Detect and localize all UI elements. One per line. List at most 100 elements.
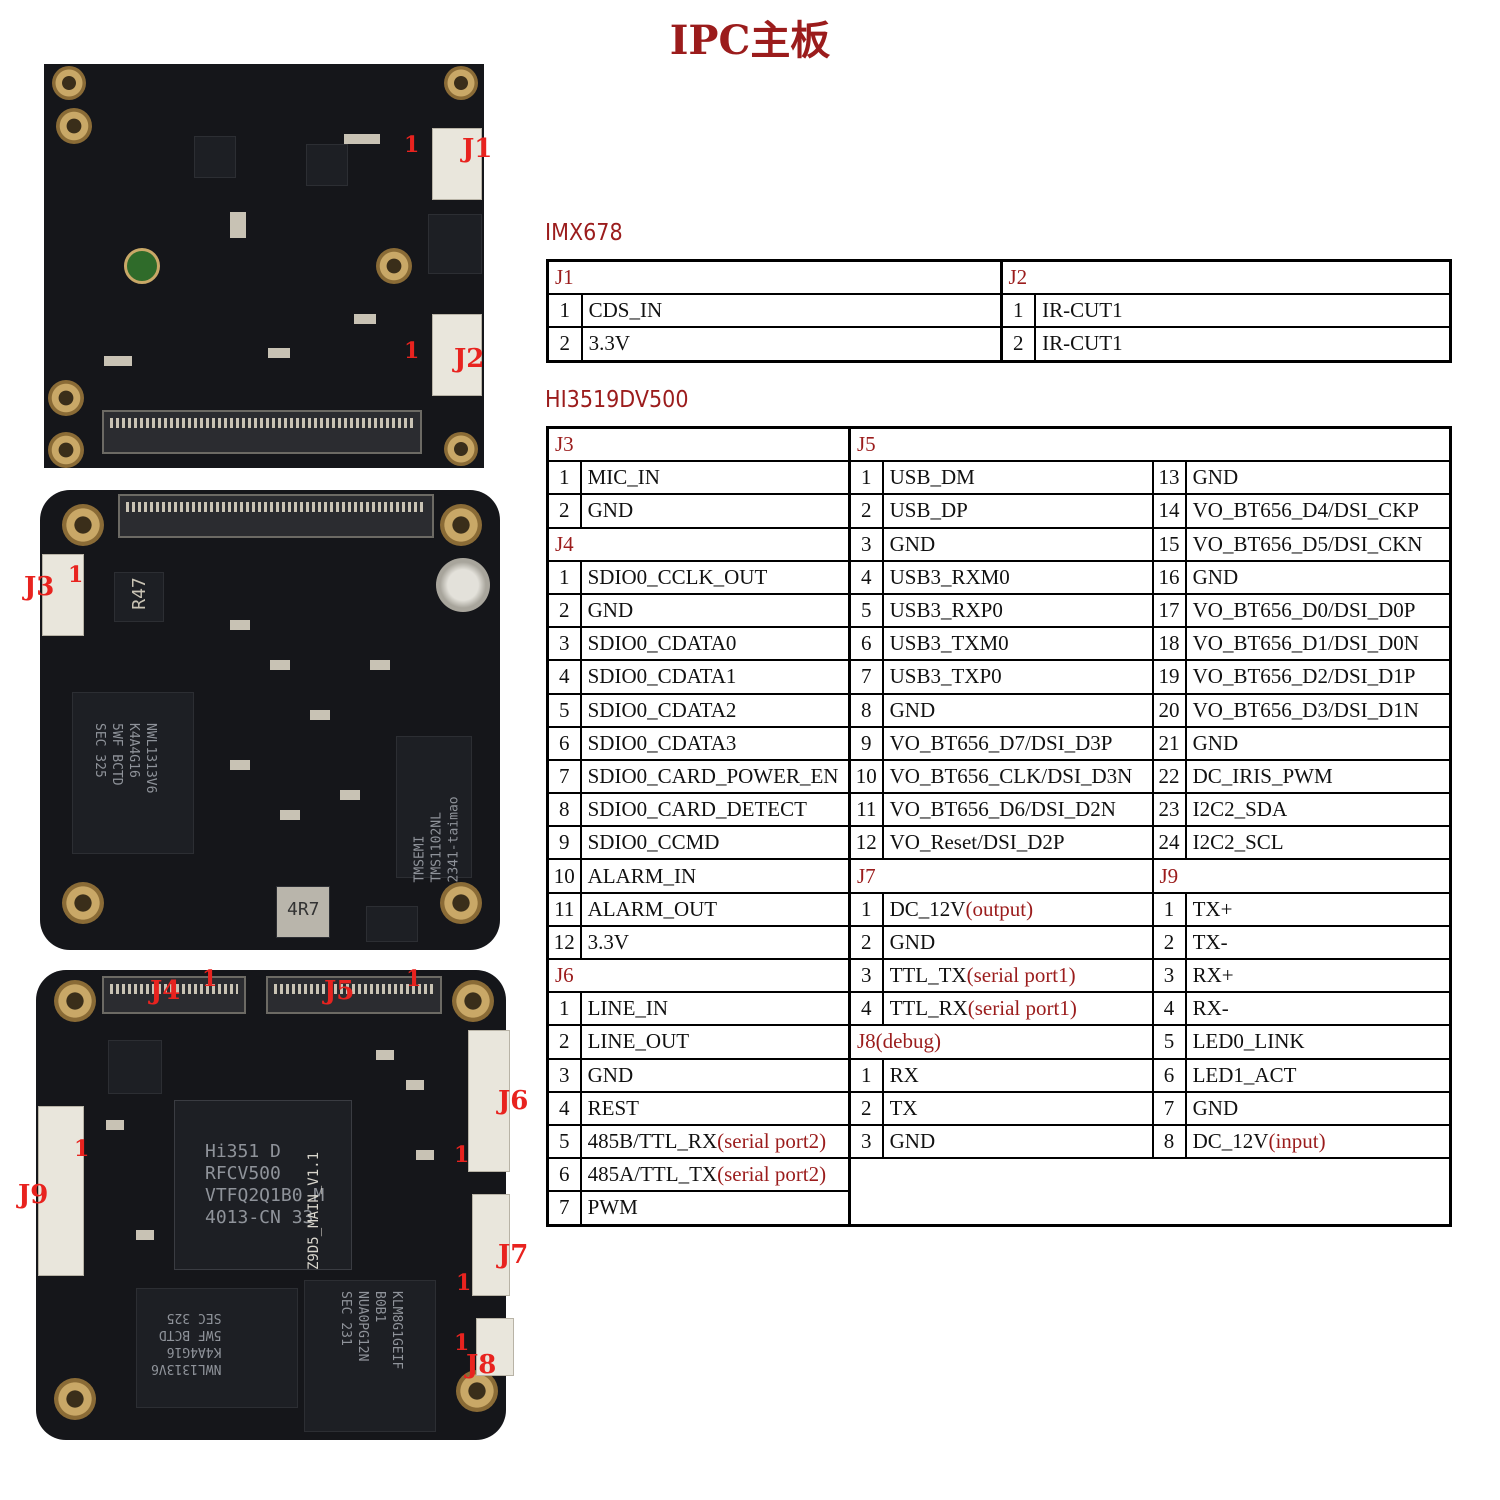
pin-signal: VO_BT656_D2/DSI_D1P [1192, 664, 1416, 689]
pin-signal: VO_Reset/DSI_D2P [889, 830, 1065, 855]
mount-hole [62, 882, 104, 924]
pin-number: 12 [847, 825, 884, 861]
pin-number: 3 [847, 1123, 884, 1160]
pin-number: 6 [1151, 1057, 1187, 1093]
pin-number: 2 [546, 493, 582, 529]
pin-name: VO_BT656_D6/DSI_D2N [881, 792, 1154, 828]
pin-name: ALARM_IN [579, 858, 851, 894]
pin1-marker: 1 [404, 338, 420, 364]
component [230, 620, 250, 630]
pin-signal: LED0_LINK [1192, 1029, 1305, 1054]
pin-name: SDIO0_CDATA1 [579, 659, 851, 695]
pin-signal: VO_BT656_D3/DSI_D1N [1192, 697, 1419, 722]
pin-number: 6 [847, 626, 884, 662]
pin1-marker: 1 [456, 1270, 472, 1296]
pin-name: SDIO0_CDATA0 [579, 626, 851, 662]
section-label-hi3519dv500: HI3519DV500 [545, 387, 689, 413]
pin-name: GND [1184, 725, 1452, 761]
pin-signal: MIC_IN [587, 465, 660, 490]
pin-signal: 485B/TTL_RX [587, 1129, 718, 1154]
pin-name: SDIO0_CDATA2 [579, 692, 851, 728]
pin-signal: RX [889, 1062, 919, 1087]
imx678-pin-table: J1 J2 1 CDS_IN 1 IR-CUT1 2 3.3V 2 IR-CUT… [546, 259, 1452, 363]
pin-name: DC_12V(output) [881, 891, 1154, 927]
pin-signal: USB3_TXM0 [889, 631, 1009, 656]
pin-signal: GND [1192, 564, 1239, 589]
pin-signal: GND [1192, 730, 1239, 755]
pin-name: GND [881, 526, 1154, 562]
pin-name: GND [881, 1123, 1154, 1160]
pin-number: 6 [546, 725, 582, 761]
component [416, 1150, 434, 1160]
pin1-marker: 1 [454, 1142, 470, 1168]
pin-name: USB3_RXM0 [881, 559, 1154, 595]
pin-name: I2C2_SCL [1184, 825, 1452, 861]
fpc-connector [102, 410, 422, 454]
pin-name: VO_BT656_D3/DSI_D1N [1184, 692, 1452, 728]
pin-name: SDIO0_CCMD [579, 825, 851, 861]
pin-name: USB3_TXM0 [881, 626, 1154, 662]
pin-number: 1 [999, 293, 1037, 329]
fpc-connector [118, 494, 434, 538]
pin1-marker: 1 [202, 966, 218, 992]
pin-number: 23 [1151, 792, 1187, 828]
pin-number: 21 [1151, 725, 1187, 761]
component [136, 1230, 154, 1240]
component [230, 760, 250, 770]
component [268, 348, 290, 358]
pin-name: USB3_RXP0 [881, 592, 1154, 629]
pin-number: 19 [1151, 659, 1187, 695]
pin-number: 10 [546, 858, 582, 894]
pin-name: VO_BT656_D2/DSI_D1P [1184, 659, 1452, 695]
board-label-j1: J1 [462, 134, 493, 164]
pin-name: LINE_IN [579, 991, 851, 1027]
pin-number: 4 [546, 659, 582, 695]
pin-signal: USB_DM [889, 465, 975, 490]
pin-name: TX [881, 1090, 1154, 1126]
connector-j4 [102, 976, 246, 1014]
connector-j1 [432, 128, 482, 200]
header-j7: J7 [848, 858, 1154, 894]
ic [194, 136, 236, 178]
pin-number: 7 [546, 758, 582, 795]
component [370, 660, 390, 670]
pin-number: 18 [1151, 626, 1187, 662]
chip-marking: R47 [128, 577, 150, 610]
pin-name: GND [579, 493, 851, 529]
pin-name: 3.3V [580, 326, 1003, 363]
section-label-imx678: IMX678 [545, 220, 623, 246]
mount-hole [456, 1370, 498, 1412]
pin-number: 9 [546, 825, 582, 861]
pin-number: 11 [546, 891, 582, 927]
pin-number: 3 [546, 626, 582, 662]
pin-number: 8 [1151, 1123, 1187, 1160]
pin-note: (serial port2) [717, 1162, 827, 1187]
pin-signal: DC_12V [1192, 1129, 1269, 1154]
connector-j2 [432, 314, 482, 396]
pin-number: 3 [847, 957, 884, 994]
pin-name: USB_DP [881, 493, 1154, 529]
component [106, 1120, 124, 1130]
header-j4: J4 [546, 526, 851, 562]
pin-name: 3.3V [579, 924, 851, 961]
mount-hole [452, 980, 494, 1022]
mount-hole [56, 108, 92, 144]
component [280, 810, 300, 820]
connector-j9 [38, 1106, 84, 1276]
board-label-j7: J7 [498, 1240, 529, 1270]
pin-signal: TX- [1192, 929, 1228, 954]
pin-name: DC_12V(input) [1184, 1123, 1452, 1160]
pin-number: 14 [1151, 493, 1187, 529]
